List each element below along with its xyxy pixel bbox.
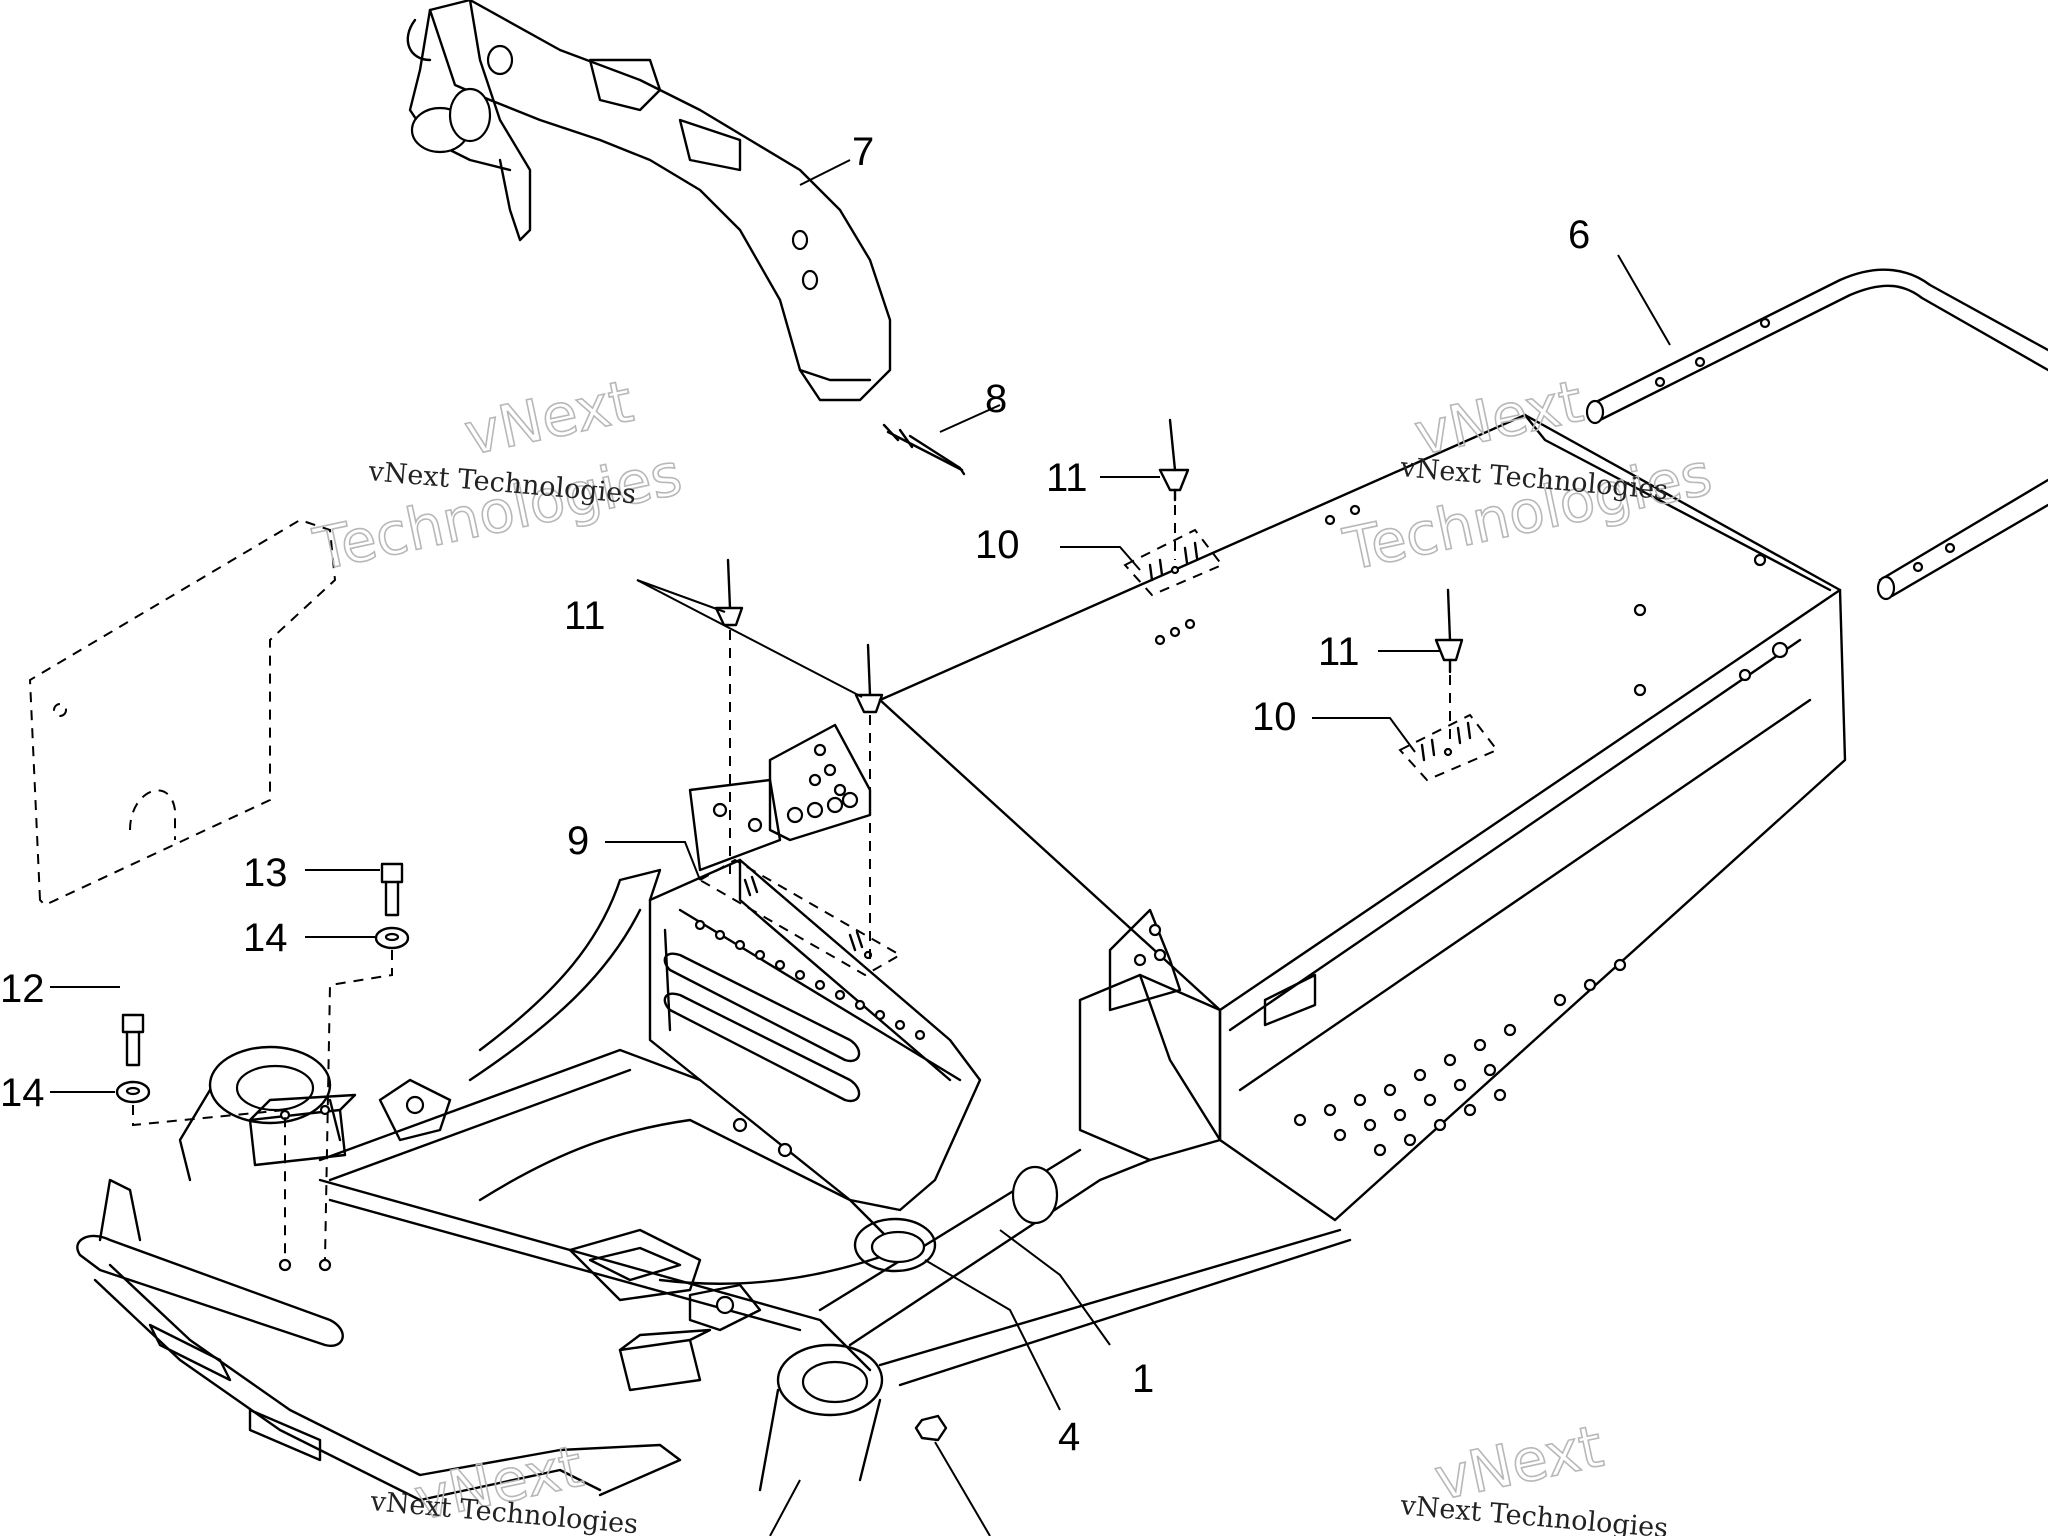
callout-10-b: 10 — [1252, 695, 1297, 739]
callout-7: 7 — [852, 130, 874, 174]
gusset-bracket-rear — [1108, 908, 1182, 1012]
front-bumper — [76, 1178, 682, 1502]
callout-11-c: 11 — [564, 594, 606, 638]
callout-12: 12 — [0, 967, 45, 1011]
mount-block-left — [248, 1078, 452, 1167]
part-panel-dashed — [28, 518, 337, 907]
callout-8: 8 — [985, 377, 1007, 421]
tunnel-hole-pattern — [1293, 958, 1627, 1157]
mount-block-right — [618, 1283, 762, 1392]
callout-4: 4 — [1058, 1415, 1080, 1459]
callout-14-a: 14 — [243, 916, 288, 960]
part-4-bushing-lower — [758, 1217, 937, 1492]
svg-text:Technologies: Technologies — [1338, 440, 1718, 584]
gusset-bracket-front — [688, 723, 872, 872]
part-1-chassis-frame — [318, 413, 1847, 1387]
part-14-washer-lower — [115, 1080, 151, 1104]
part-14-washer-upper — [374, 926, 410, 950]
part-6-rear-tube — [1585, 268, 2048, 601]
watermark-top-right: vNext Technologies vNext Technologies — [1337, 366, 1718, 585]
callout-13: 13 — [243, 851, 288, 895]
part-12-bolt — [121, 1013, 145, 1067]
watermark-bottom-right: vNext vNext Technologies — [1398, 1411, 1669, 1536]
part-10-plate-a — [1123, 528, 1224, 597]
leader-lines — [50, 159, 1671, 1536]
callout-9: 9 — [567, 819, 589, 863]
nut-bottom — [914, 1414, 991, 1536]
part-11-rivet-c — [714, 558, 744, 627]
part-10-plate-b — [1398, 713, 1499, 782]
watermark-top-left: vNext Technologies vNext Technologies — [307, 366, 688, 585]
callout-11-a: 11 — [1046, 456, 1088, 500]
part-8-pin — [882, 423, 966, 476]
callout-11-b: 11 — [1318, 630, 1360, 674]
hood-hole-row — [694, 919, 926, 1041]
callout-10-a: 10 — [975, 523, 1020, 567]
callout-6: 6 — [1568, 213, 1590, 257]
svg-text:vNext Technologies: vNext Technologies — [1398, 1490, 1669, 1536]
callout-labels: 1 4 6 7 8 9 10 10 11 11 11 12 13 14 14 — [0, 130, 1590, 1459]
svg-text:vNext: vNext — [1409, 367, 1589, 469]
callout-14-b: 14 — [0, 1071, 45, 1115]
assembly-dash-lines — [132, 505, 1451, 1261]
part-13-bolt — [380, 862, 404, 917]
part-11-rivet-d — [854, 643, 884, 714]
part-7-front-bracket — [406, 0, 892, 402]
part-9-plate — [697, 858, 903, 977]
callout-1: 1 — [1132, 1357, 1154, 1401]
part-11-rivet-a — [1158, 418, 1190, 502]
part-11-rivet-b — [1434, 588, 1464, 674]
